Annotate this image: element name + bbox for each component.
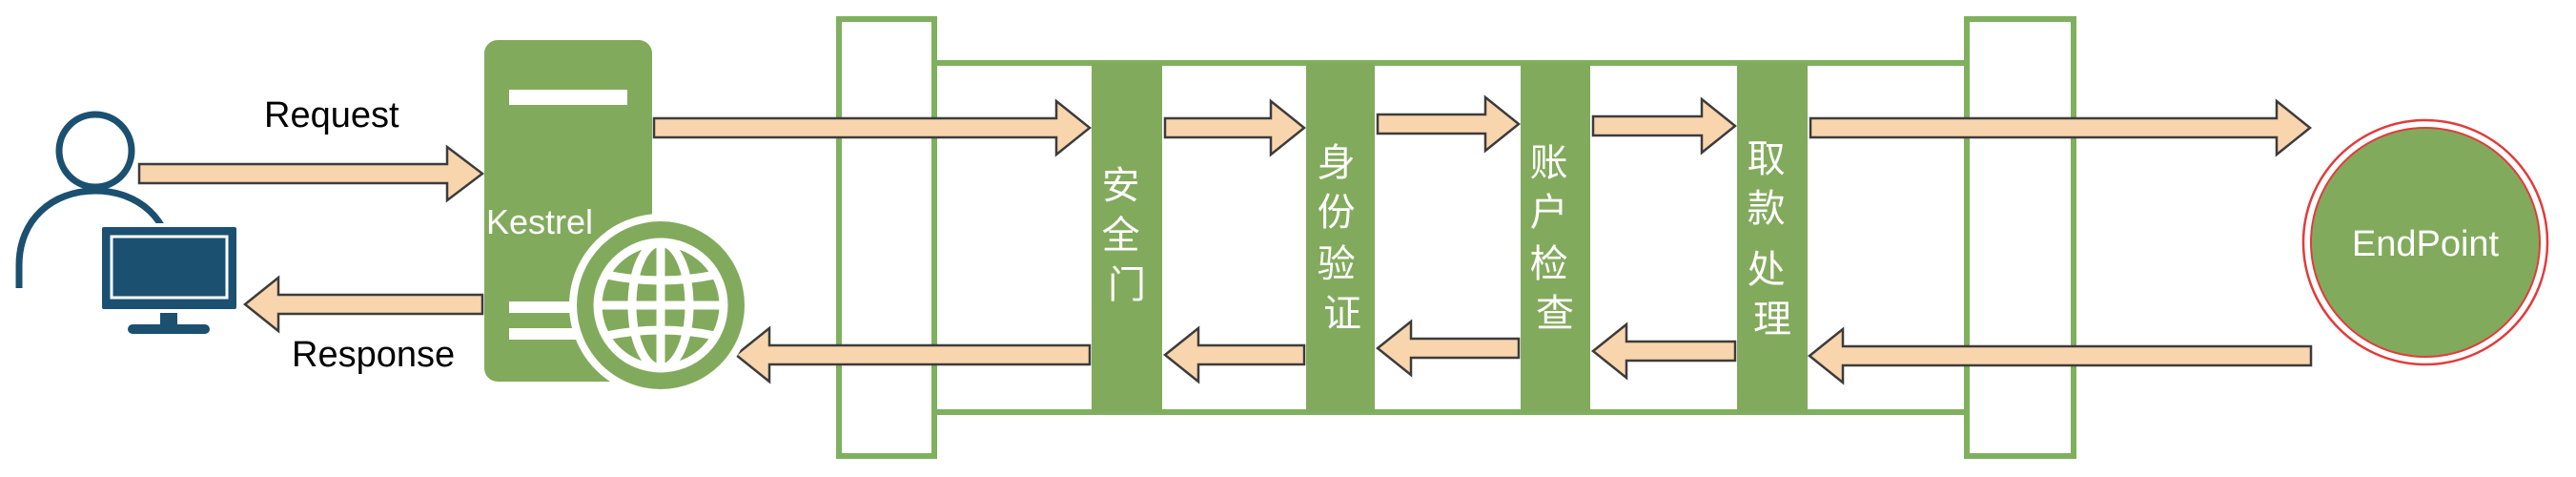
- monitor-inner: [110, 235, 229, 300]
- monitor-stand: [128, 324, 210, 334]
- user-head: [55, 111, 135, 191]
- globe-grid: [593, 238, 728, 373]
- middleware-withdraw-char: 理: [1753, 298, 1791, 342]
- middleware-auth-column: [1306, 63, 1375, 412]
- response-arrow-endpoint-to-withdraw: [1807, 326, 2313, 385]
- middleware-account-label: 账 户 检 查: [1530, 141, 1581, 336]
- response-arrow-account-to-auth: [1375, 319, 1521, 378]
- middleware-withdraw-label: 取 款 处 理: [1748, 137, 1798, 342]
- middleware-withdraw-char: 处: [1748, 248, 1786, 292]
- endpoint-circle: [2310, 127, 2541, 358]
- middleware-security-char: 门: [1108, 263, 1146, 307]
- response-arrows: [242, 275, 2313, 385]
- response-arrow-server-to-client: [242, 275, 484, 334]
- middleware-account-char: 账: [1530, 141, 1568, 185]
- monitor-neck: [160, 313, 177, 326]
- request-arrow-server-to-security: [652, 98, 1093, 157]
- response-arrow-security-to-server: [733, 325, 1092, 384]
- middleware-account-char: 检: [1530, 242, 1568, 286]
- middleware-auth-char: 份: [1318, 191, 1356, 235]
- middleware-security-column: [1092, 63, 1162, 412]
- middleware-withdraw-char: 款: [1748, 187, 1786, 231]
- pipeline-left-post: [836, 16, 937, 459]
- pipeline-right-post: [1964, 16, 2076, 459]
- middleware-auth-char: 验: [1318, 242, 1356, 286]
- middleware-stack: 安 全 门 身 份 验 证 账 户 检 查 取 款 处 理: [1092, 63, 1808, 412]
- middleware-auth-char: 身: [1318, 141, 1356, 185]
- middleware-security-char: 全: [1102, 214, 1140, 258]
- request-arrow-withdraw-to-endpoint: [1809, 98, 2313, 157]
- middleware-security-char: 安: [1102, 164, 1140, 208]
- middleware-account-char: 查: [1536, 292, 1574, 336]
- response-arrow-auth-to-security: [1162, 325, 1306, 384]
- response-label: Response: [292, 335, 455, 375]
- server-globe-icon: Kestrel: [484, 40, 752, 397]
- request-arrow-security-to-auth: [1163, 98, 1307, 157]
- server-slot-top: [509, 90, 627, 105]
- endpoint-node: EndPoint: [2301, 118, 2549, 366]
- middleware-auth-char: 证: [1323, 292, 1361, 336]
- user-with-monitor-icon: [15, 111, 240, 334]
- request-label: Request: [264, 95, 399, 135]
- pipeline-frame: [836, 16, 2076, 459]
- request-arrows: [137, 94, 2313, 203]
- request-arrow-account-to-withdraw: [1591, 96, 1738, 156]
- middleware-account-column: [1521, 63, 1590, 412]
- server-slot-bottom-1: [509, 301, 585, 313]
- endpoint-label: EndPoint: [2352, 224, 2500, 264]
- server-label: Kestrel: [486, 202, 593, 241]
- middleware-withdraw-char: 取: [1748, 137, 1786, 181]
- request-arrow-client-to-server: [137, 144, 485, 203]
- middleware-auth-label: 身 份 验 证: [1318, 141, 1368, 336]
- middleware-withdraw-column: [1737, 63, 1808, 412]
- response-arrow-withdraw-to-account: [1590, 321, 1737, 381]
- server-slot-bottom-2: [509, 328, 585, 340]
- request-arrow-auth-to-account: [1376, 94, 1522, 154]
- middleware-security-label: 安 全 门: [1102, 164, 1153, 307]
- middleware-account-char: 户: [1530, 191, 1568, 235]
